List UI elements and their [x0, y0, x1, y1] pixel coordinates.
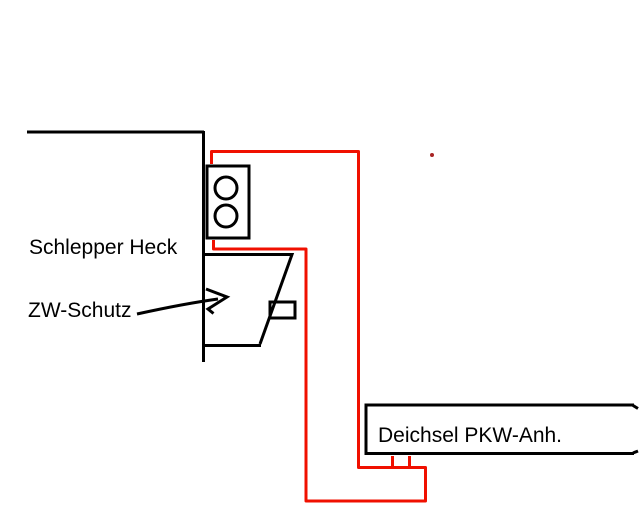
trailer-drawbar-box: [364, 403, 639, 455]
label-schlepper-heck: Schlepper Heck: [29, 236, 178, 259]
tractor-rear-outline: [27, 130, 205, 362]
stray-dot-mark: [430, 153, 434, 157]
hitch-hole-bottom: [213, 203, 239, 229]
red-route-path: [210, 150, 427, 503]
label-pointer-arrow-head: [205, 287, 231, 315]
hitch-hole-top: [213, 175, 239, 201]
pto-guard-stub: [268, 300, 297, 320]
label-zw-schutz: ZW-Schutz: [28, 299, 132, 322]
label-pointer-arrow-shaft: [136, 297, 219, 316]
label-deichsel-pkw-anh: Deichsel PKW-Anh.: [378, 424, 563, 447]
